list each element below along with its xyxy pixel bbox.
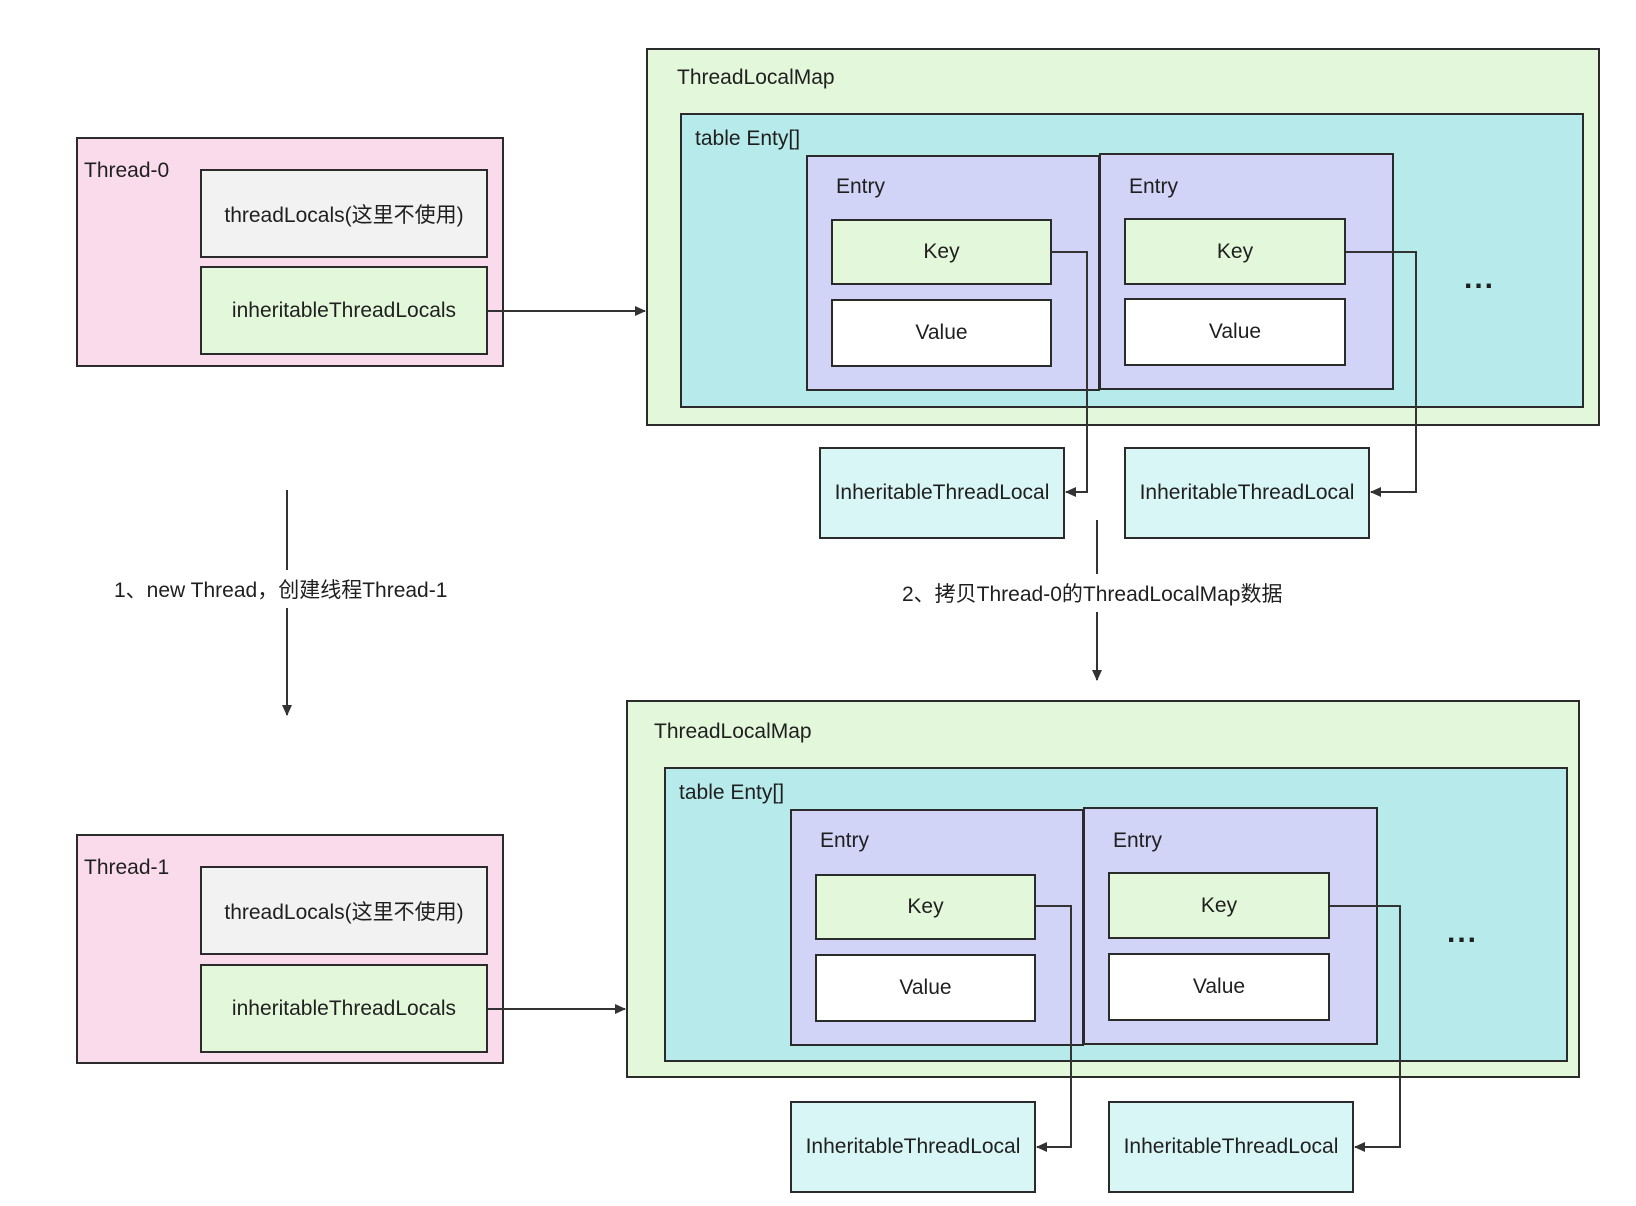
threadlocalmap-1-title: ThreadLocalMap	[654, 720, 812, 743]
thread-0-inheritable-threadlocals: inheritableThreadLocals	[200, 266, 488, 355]
table-entry-array-1-label: table Enty[]	[679, 781, 785, 804]
thread-0-threadlocals: threadLocals(这里不使用)	[200, 169, 488, 258]
map0-entry-1-value: Value	[831, 299, 1052, 367]
map0-entry-2-value: Value	[1124, 298, 1346, 366]
thread-1-inheritable-threadlocals: inheritableThreadLocals	[200, 964, 488, 1053]
map0-entry-2-title: Entry	[1129, 175, 1179, 198]
thread-0-title: Thread-0	[84, 159, 170, 182]
table-entry-array-0-label: table Enty[]	[695, 127, 801, 150]
map1-inheritable-threadlocal-1: InheritableThreadLocal	[790, 1101, 1036, 1193]
thread-1-threadlocals: threadLocals(这里不使用)	[200, 866, 488, 955]
threadlocalmap-0-title: ThreadLocalMap	[677, 66, 835, 89]
step-2-caption: 2、拷贝Thread-0的ThreadLocalMap数据	[900, 574, 1285, 612]
map0-inheritable-threadlocal-1: InheritableThreadLocal	[819, 447, 1065, 539]
map1-entry-1-key: Key	[815, 874, 1036, 940]
thread-1-title: Thread-1	[84, 856, 170, 879]
map0-inheritable-threadlocal-2: InheritableThreadLocal	[1124, 447, 1370, 539]
map0-entry-1-title: Entry	[836, 175, 886, 198]
map0-entry-2-key: Key	[1124, 218, 1346, 285]
map1-inheritable-threadlocal-2: InheritableThreadLocal	[1108, 1101, 1354, 1193]
map1-entry-1-value: Value	[815, 954, 1036, 1022]
map0-more-entries: ...	[1464, 262, 1496, 295]
map0-entry-1-key: Key	[831, 219, 1052, 285]
step-1-caption: 1、new Thread，创建线程Thread-1	[112, 570, 450, 608]
map1-entry-1-title: Entry	[820, 829, 870, 852]
map1-more-entries: ...	[1447, 916, 1479, 949]
map1-entry-2-key: Key	[1108, 872, 1330, 939]
map1-entry-2-value: Value	[1108, 953, 1330, 1021]
map1-entry-2-title: Entry	[1113, 829, 1163, 852]
